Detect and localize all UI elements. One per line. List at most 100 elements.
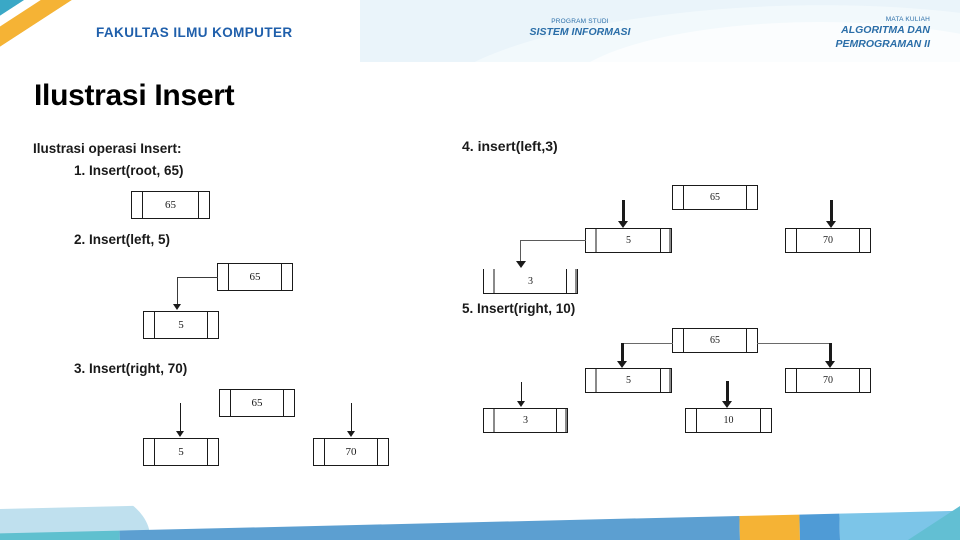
node-left-pointer-cell <box>586 369 597 392</box>
node-left-pointer-cell <box>218 264 229 290</box>
node-right-pointer-cell <box>283 390 294 416</box>
node-right-pointer-cell <box>859 369 870 392</box>
footer-white-wedge <box>0 480 960 509</box>
faculty-name: FAKULTAS ILMU KOMPUTER <box>96 25 293 40</box>
node-step4-70: 70 <box>785 228 871 253</box>
node-value: 5 <box>178 319 184 331</box>
footer-triangle-decoration <box>908 506 960 540</box>
arrow-head-step5-3 <box>517 401 525 407</box>
node-step5-5: 5 <box>585 368 672 393</box>
node-right-pointer-cell <box>760 409 771 432</box>
connector-step2-vertical <box>177 277 178 306</box>
node-right-pointer-cell <box>660 369 671 392</box>
arrow-head-step3-right <box>347 431 355 437</box>
node-value: 5 <box>178 446 184 458</box>
node-left-pointer-cell <box>786 229 797 252</box>
mata-kuliah-value-line1: ALGORITMA DAN <box>841 24 930 36</box>
node-value: 70 <box>823 375 833 386</box>
arrow-shaft-step4-70 <box>830 200 833 224</box>
node-step4-65: 65 <box>672 185 758 210</box>
arrow-head-step4-5 <box>618 221 628 228</box>
node-step2-5: 5 <box>143 311 219 339</box>
node-step3-70: 70 <box>313 438 389 466</box>
connector-step5-right-horizontal <box>757 343 831 344</box>
connector-step4-horizontal <box>520 240 586 241</box>
node-right-pointer-cell <box>859 229 870 252</box>
node-step5-70: 70 <box>785 368 871 393</box>
node-right-pointer-cell <box>207 312 218 338</box>
arrow-shaft-step3-left <box>180 403 181 435</box>
mata-kuliah-block: MATA KULIAH ALGORITMA DAN PEMROGRAMAN II <box>670 16 931 51</box>
arrow-shaft-step3-right <box>351 403 352 435</box>
node-right-pointer-cell <box>746 186 757 209</box>
step-label-4: 4. insert(left,3) <box>462 138 558 154</box>
node-value: 10 <box>723 415 734 426</box>
step-label-5: 5. Insert(right, 10) <box>462 301 576 316</box>
node-right-pointer-cell <box>198 192 209 218</box>
arrow-shaft-step5-3 <box>521 382 522 404</box>
node-right-pointer-cell <box>660 229 671 252</box>
node-step3-65: 65 <box>219 389 295 417</box>
node-right-pointer-cell <box>746 329 757 352</box>
node-value: 70 <box>823 235 833 246</box>
node-left-pointer-cell <box>786 369 797 392</box>
node-left-pointer-cell <box>314 439 325 465</box>
node-value: 3 <box>528 275 533 287</box>
node-value: 3 <box>523 415 528 426</box>
arrow-head-step4-3 <box>516 261 526 268</box>
node-step5-10: 10 <box>685 408 772 433</box>
lead-text: Ilustrasi operasi Insert: <box>33 141 182 156</box>
node-value: 70 <box>345 446 357 458</box>
arrow-head-step4-70 <box>826 221 836 228</box>
node-step5-3: 3 <box>483 408 568 433</box>
node-value: 65 <box>710 192 720 203</box>
node-value: 65 <box>165 199 176 211</box>
arrow-shaft-step5-5 <box>621 343 624 364</box>
node-right-pointer-cell <box>281 264 292 290</box>
mata-kuliah-label: MATA KULIAH <box>885 16 930 23</box>
node-right-pointer-cell <box>556 409 567 432</box>
arrow-head-step5-10 <box>722 401 732 408</box>
node-value: 65 <box>710 335 720 346</box>
node-value: 5 <box>626 375 631 386</box>
page-title: Ilustrasi Insert <box>34 79 235 112</box>
node-step4-3: 3 <box>483 269 578 294</box>
footer-segment-orange <box>739 514 801 540</box>
node-left-pointer-cell <box>220 390 231 416</box>
node-step2-65: 65 <box>217 263 293 291</box>
node-step5-65: 65 <box>672 328 758 353</box>
node-left-pointer-cell <box>144 439 155 465</box>
node-step1-65: 65 <box>131 191 210 219</box>
node-left-pointer-cell <box>686 409 697 432</box>
node-right-pointer-cell <box>377 439 388 465</box>
slide-header: FAKULTAS ILMU KOMPUTER PROGRAM STUDI SIS… <box>0 0 960 62</box>
node-left-pointer-cell <box>673 329 684 352</box>
arrow-head-step2 <box>173 304 181 310</box>
step-label-1: 1. Insert(root, 65) <box>74 163 184 178</box>
slide-footer <box>0 480 960 540</box>
arrow-head-step5-70 <box>825 361 835 368</box>
node-left-pointer-cell <box>586 229 597 252</box>
node-value: 5 <box>626 235 631 246</box>
connector-step4-vertical <box>520 240 521 264</box>
node-value: 65 <box>249 271 261 283</box>
node-left-pointer-cell <box>484 409 495 432</box>
footer-segment-blue <box>119 515 741 540</box>
node-right-pointer-cell <box>566 269 577 293</box>
mata-kuliah-value-line2: PEMROGRAMAN II <box>835 38 931 50</box>
arrow-shaft-step5-70 <box>829 343 832 364</box>
arrow-shaft-step5-10 <box>726 381 729 404</box>
node-left-pointer-cell <box>484 269 495 293</box>
node-step3-5: 5 <box>143 438 219 466</box>
program-studi-value: SISTEM INFORMASI <box>529 26 631 38</box>
footer-segment-teal <box>0 530 121 540</box>
node-right-pointer-cell <box>207 439 218 465</box>
node-left-pointer-cell <box>673 186 684 209</box>
arrow-head-step3-left <box>176 431 184 437</box>
connector-step2-horizontal <box>177 277 218 278</box>
arrow-head-step5-5 <box>617 361 627 368</box>
step-label-3: 3. Insert(right, 70) <box>74 361 188 376</box>
node-left-pointer-cell <box>132 192 143 218</box>
program-studi-label: PROGRAM STUDI <box>551 18 609 25</box>
